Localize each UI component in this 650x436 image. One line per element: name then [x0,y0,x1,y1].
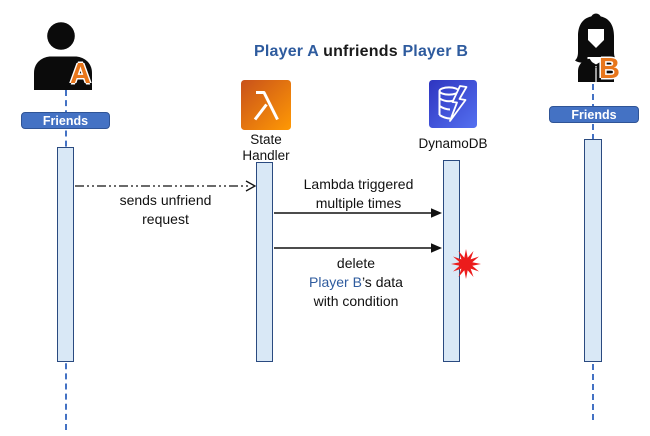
aws-dynamodb-icon [429,80,477,128]
activation-bar-player-a [57,147,74,362]
activation-bar-player-b [584,139,602,362]
title-player-b: Player B [402,43,469,60]
message-3-label: delete Player B’s data with condition [286,254,426,311]
collar [589,58,603,68]
diagram-title: Player A unfriends Player B [254,43,468,61]
aws-lambda-icon [241,80,291,130]
lambda-glyph-main [256,91,279,121]
friends-badge-b: Friends [549,106,639,123]
person-head [47,22,75,50]
message-3-player-b: Player B [309,274,362,290]
message-3-line1: delete [336,255,376,271]
message-1-open-arrowhead [245,180,257,192]
person-man-icon [34,22,92,90]
lambda-glyph-leg [253,103,268,121]
lightning-bolt [449,85,468,122]
title-player-a: Player A [254,43,319,60]
state-handler-label: State Handler [242,132,290,163]
friends-badge-a: Friends [21,112,110,129]
message-3-arrowhead [431,243,442,253]
message-2-arrowhead [431,208,442,218]
db-cylinder-bottom [438,114,451,120]
dynamodb-label: DynamoDB [418,136,488,151]
db-ring-2 [438,105,451,111]
message-3-line2-rest: ’s data [361,274,403,290]
actor-a-letter: A [70,58,91,90]
message-3-line3: with condition [313,293,399,309]
activation-bar-dynamodb [443,160,460,362]
person-woman-icon [575,13,617,82]
title-action: unfriends [318,43,403,60]
person-body [34,56,92,90]
face [588,29,604,48]
activation-bar-state-handler [256,162,273,362]
message-1-label: sends unfriend request [119,192,212,227]
actor-b-letter: B [599,53,620,85]
bow-tie [591,61,601,69]
message-2-label: Lambda triggered multiple times [303,176,414,211]
jacket-line [595,68,597,82]
